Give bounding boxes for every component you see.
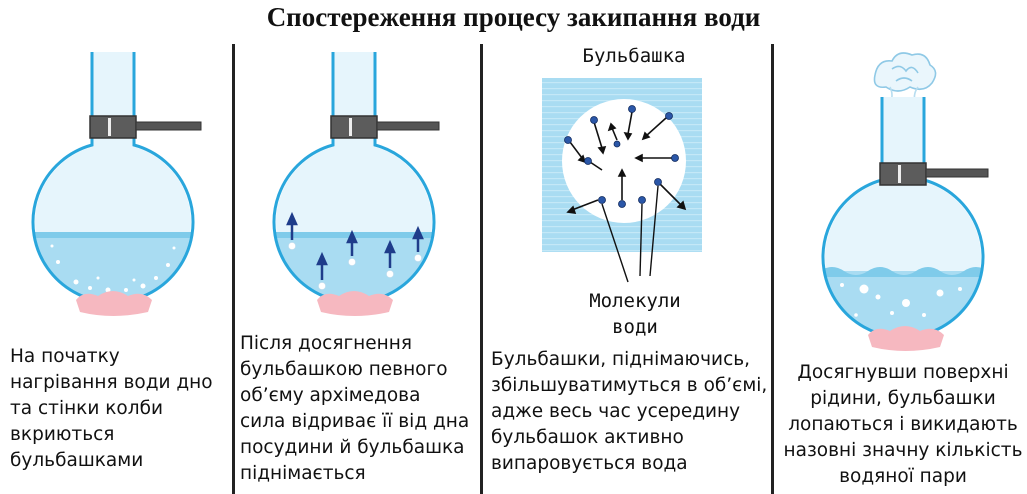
flask-initial-heating: [31, 52, 202, 316]
panel-2-caption: Після досягнення бульбашкою певного об’є…: [240, 333, 470, 484]
molecules-label: Молекули води: [589, 290, 681, 338]
flame-icon: [76, 291, 152, 316]
panel-divider: [232, 44, 235, 494]
flame-icon: [317, 291, 393, 316]
bubble-molecules-diagram: [542, 78, 702, 283]
panel-4-caption: Досягнувши поверхні рідини, бульбашки ло…: [783, 362, 1023, 487]
rising-bubbles: [286, 211, 424, 290]
page-title: Спостереження процесу закипання води: [266, 2, 761, 32]
clamp-icon: [89, 115, 202, 139]
flask-rising-bubbles: [272, 52, 440, 316]
panel-divider: [771, 44, 774, 494]
steam-icon: [873, 52, 937, 106]
clamp-icon: [330, 115, 440, 139]
panel-1-caption: На початку нагрівання води дно та стінки…: [10, 346, 213, 471]
clamp-icon: [879, 162, 989, 186]
bubble-label: Бульбашка: [582, 45, 686, 67]
panel-divider: [480, 44, 483, 494]
panel-3-caption: Бульбашки, піднімаючись, збільшуватимуть…: [491, 349, 768, 474]
flame-icon: [868, 326, 944, 351]
flask-boiling: [821, 52, 989, 351]
